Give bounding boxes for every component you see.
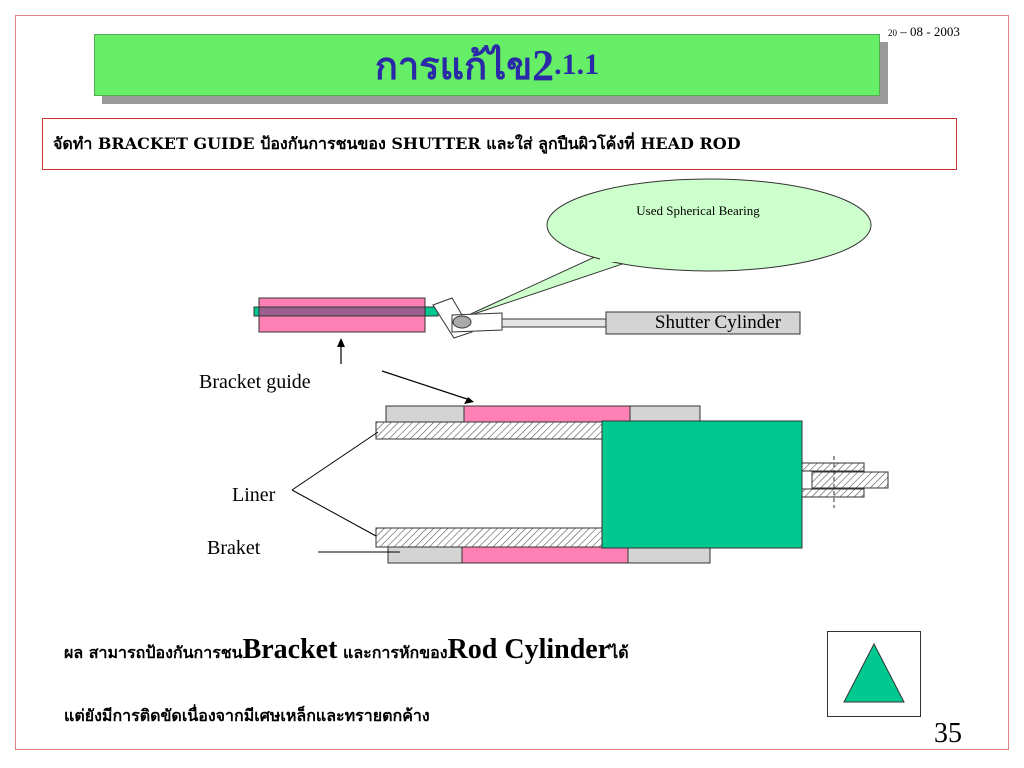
bracket-bottom-right — [627, 546, 711, 564]
rod-end — [811, 471, 889, 489]
title-number: 2 — [532, 40, 555, 90]
green-triangle-icon — [843, 642, 905, 703]
result-line-1: ผล สามารถป้องกันการชนBracket และการหักขอ… — [64, 634, 629, 666]
bracket-guide-bottom — [461, 546, 629, 564]
result-line2-text: แต่ยังมีการติดขัดเนื่องจากมีเศษเหล็กและท… — [64, 706, 430, 725]
result-line-2: แต่ยังมีการติดขัดเนื่องจากมีเศษเหล็กและท… — [64, 704, 430, 729]
callout-bubble — [461, 178, 872, 319]
bracket-bottom-left — [387, 546, 463, 564]
subtitle-text: จัดทำ BRACKET GUIDE ป้องกันการชนของ SHUT… — [53, 133, 741, 153]
callout-label: Used Spherical Bearing — [636, 203, 760, 218]
subtitle-box: จัดทำ BRACKET GUIDE ป้องกันการชนของ SHUT… — [42, 118, 957, 170]
result-rod-cylinder: Rod Cylinder — [447, 634, 611, 665]
shutter-cylinder-label: Shutter Cylinder — [655, 312, 782, 333]
date-day: 20 — [888, 28, 897, 38]
bracket-guide-label: Bracket guide — [199, 371, 311, 393]
slide-frame — [15, 15, 1009, 750]
slide-date: 20 – 08 - 2003 — [888, 24, 960, 40]
bracket-top-right — [629, 405, 701, 423]
date-rest: – 08 - 2003 — [897, 24, 960, 39]
result-suffix: ได้ — [610, 643, 629, 662]
slide-title: การแก้ไข 2.1.1 — [94, 34, 880, 96]
status-box — [827, 631, 921, 717]
result-bracket: Bracket — [242, 634, 338, 665]
liner-pointer-top — [291, 431, 379, 491]
bracket-top-left — [385, 405, 465, 423]
title-subnumber: .1.1 — [554, 48, 600, 81]
liner-bottom — [375, 527, 603, 548]
page-number: 35 — [934, 718, 962, 749]
liner-top — [375, 421, 603, 440]
shutter-cylinder-body — [605, 311, 801, 335]
rod-clamp-top — [801, 462, 865, 472]
pointer-arrow-icon — [464, 397, 474, 404]
arrow-up-icon — [337, 338, 345, 347]
result-mid: และการหักของ — [337, 643, 448, 662]
pointer-line — [381, 370, 471, 401]
liner-label: Liner — [232, 484, 276, 506]
rod-clamp-bottom — [801, 488, 865, 498]
shutter-block — [601, 420, 803, 549]
guide-rod-inner — [258, 306, 426, 317]
head-rod-bearing — [432, 297, 503, 339]
title-thai: การแก้ไข — [374, 42, 533, 88]
liner-pointer-bottom — [291, 489, 377, 537]
braket-label: Braket — [207, 537, 261, 559]
result-prefix: ผล สามารถป้องกันการชน — [64, 643, 243, 662]
bracket-guide-top — [463, 405, 631, 423]
piston-rod — [501, 318, 607, 328]
